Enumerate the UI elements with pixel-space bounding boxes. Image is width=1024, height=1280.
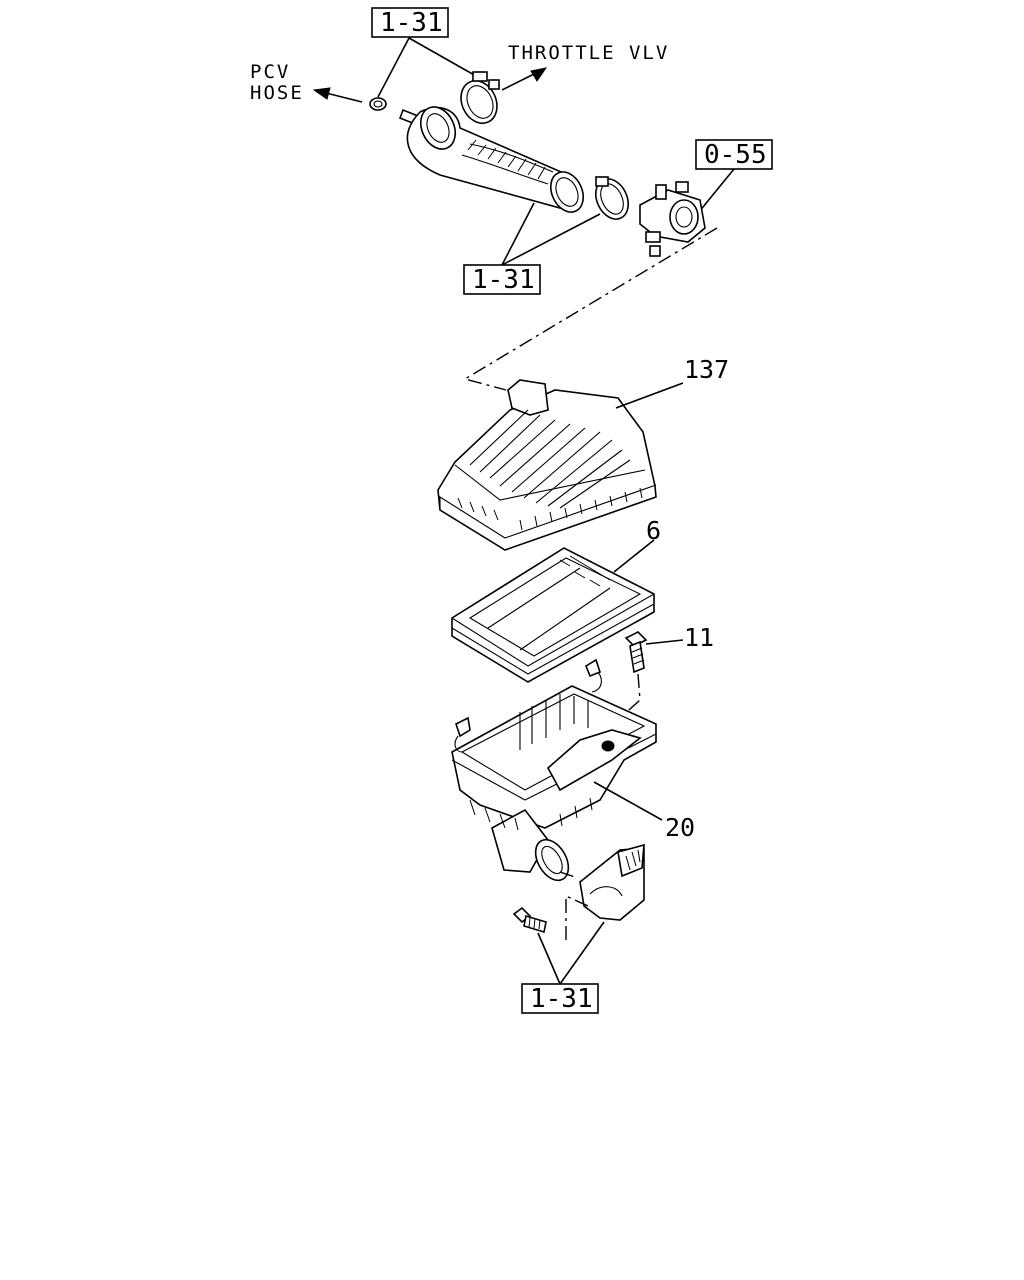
ref-throttle-body-label: 0-55 <box>704 140 767 170</box>
throttle-note: THROTTLE VLV <box>501 42 669 91</box>
leader-line <box>593 781 663 821</box>
leader-line <box>377 37 410 98</box>
air-cleaner-case <box>451 658 657 882</box>
leader-line <box>645 639 684 645</box>
pcv-label-line1: PCV <box>250 61 290 83</box>
bolt <box>624 631 648 674</box>
air-cleaner-cover <box>437 379 657 551</box>
part-number-bolt: 11 <box>684 623 714 652</box>
ref-top-clamps-label: 1-31 <box>380 8 443 38</box>
leader-line <box>559 921 605 985</box>
leader-line <box>408 37 477 77</box>
pcv-clamp <box>369 97 387 111</box>
ref-box-throttle-body: 0-55 <box>695 139 773 170</box>
part-number-cover: 137 <box>684 355 729 384</box>
part-number-element: 6 <box>646 516 661 545</box>
leader-line <box>501 202 535 266</box>
intake-hose <box>398 106 585 213</box>
ref-box-bottom-group: 1-31 <box>521 983 599 1014</box>
hose-clamp-lower <box>594 176 630 220</box>
ref-hose-group-label: 1-31 <box>472 265 535 295</box>
alignment-line <box>463 227 718 391</box>
ref-box-hose-group: 1-31 <box>463 264 541 295</box>
leader-line <box>615 382 684 409</box>
ref-box-top-clamps: 1-31 <box>371 7 449 38</box>
leader-line <box>537 932 561 985</box>
ref-bottom-group-label: 1-31 <box>530 984 593 1014</box>
air-flow-sensor <box>639 181 706 257</box>
part-number-case: 20 <box>665 813 695 842</box>
duct-alignment-line <box>559 871 579 879</box>
small-bolt <box>512 906 547 934</box>
air-filter-element <box>451 547 655 683</box>
leader-line <box>501 213 601 266</box>
throttle-hose-clamp <box>460 71 500 124</box>
throttle-label: THROTTLE VLV <box>508 42 669 64</box>
pcv-hose-note: PCV HOSE <box>250 61 363 104</box>
resonator-duct <box>579 843 645 921</box>
leader-line <box>613 539 655 573</box>
pcv-label-line2: HOSE <box>250 82 304 104</box>
bolt-alignment-line <box>619 673 641 719</box>
bracket-alignment-line <box>565 894 589 940</box>
